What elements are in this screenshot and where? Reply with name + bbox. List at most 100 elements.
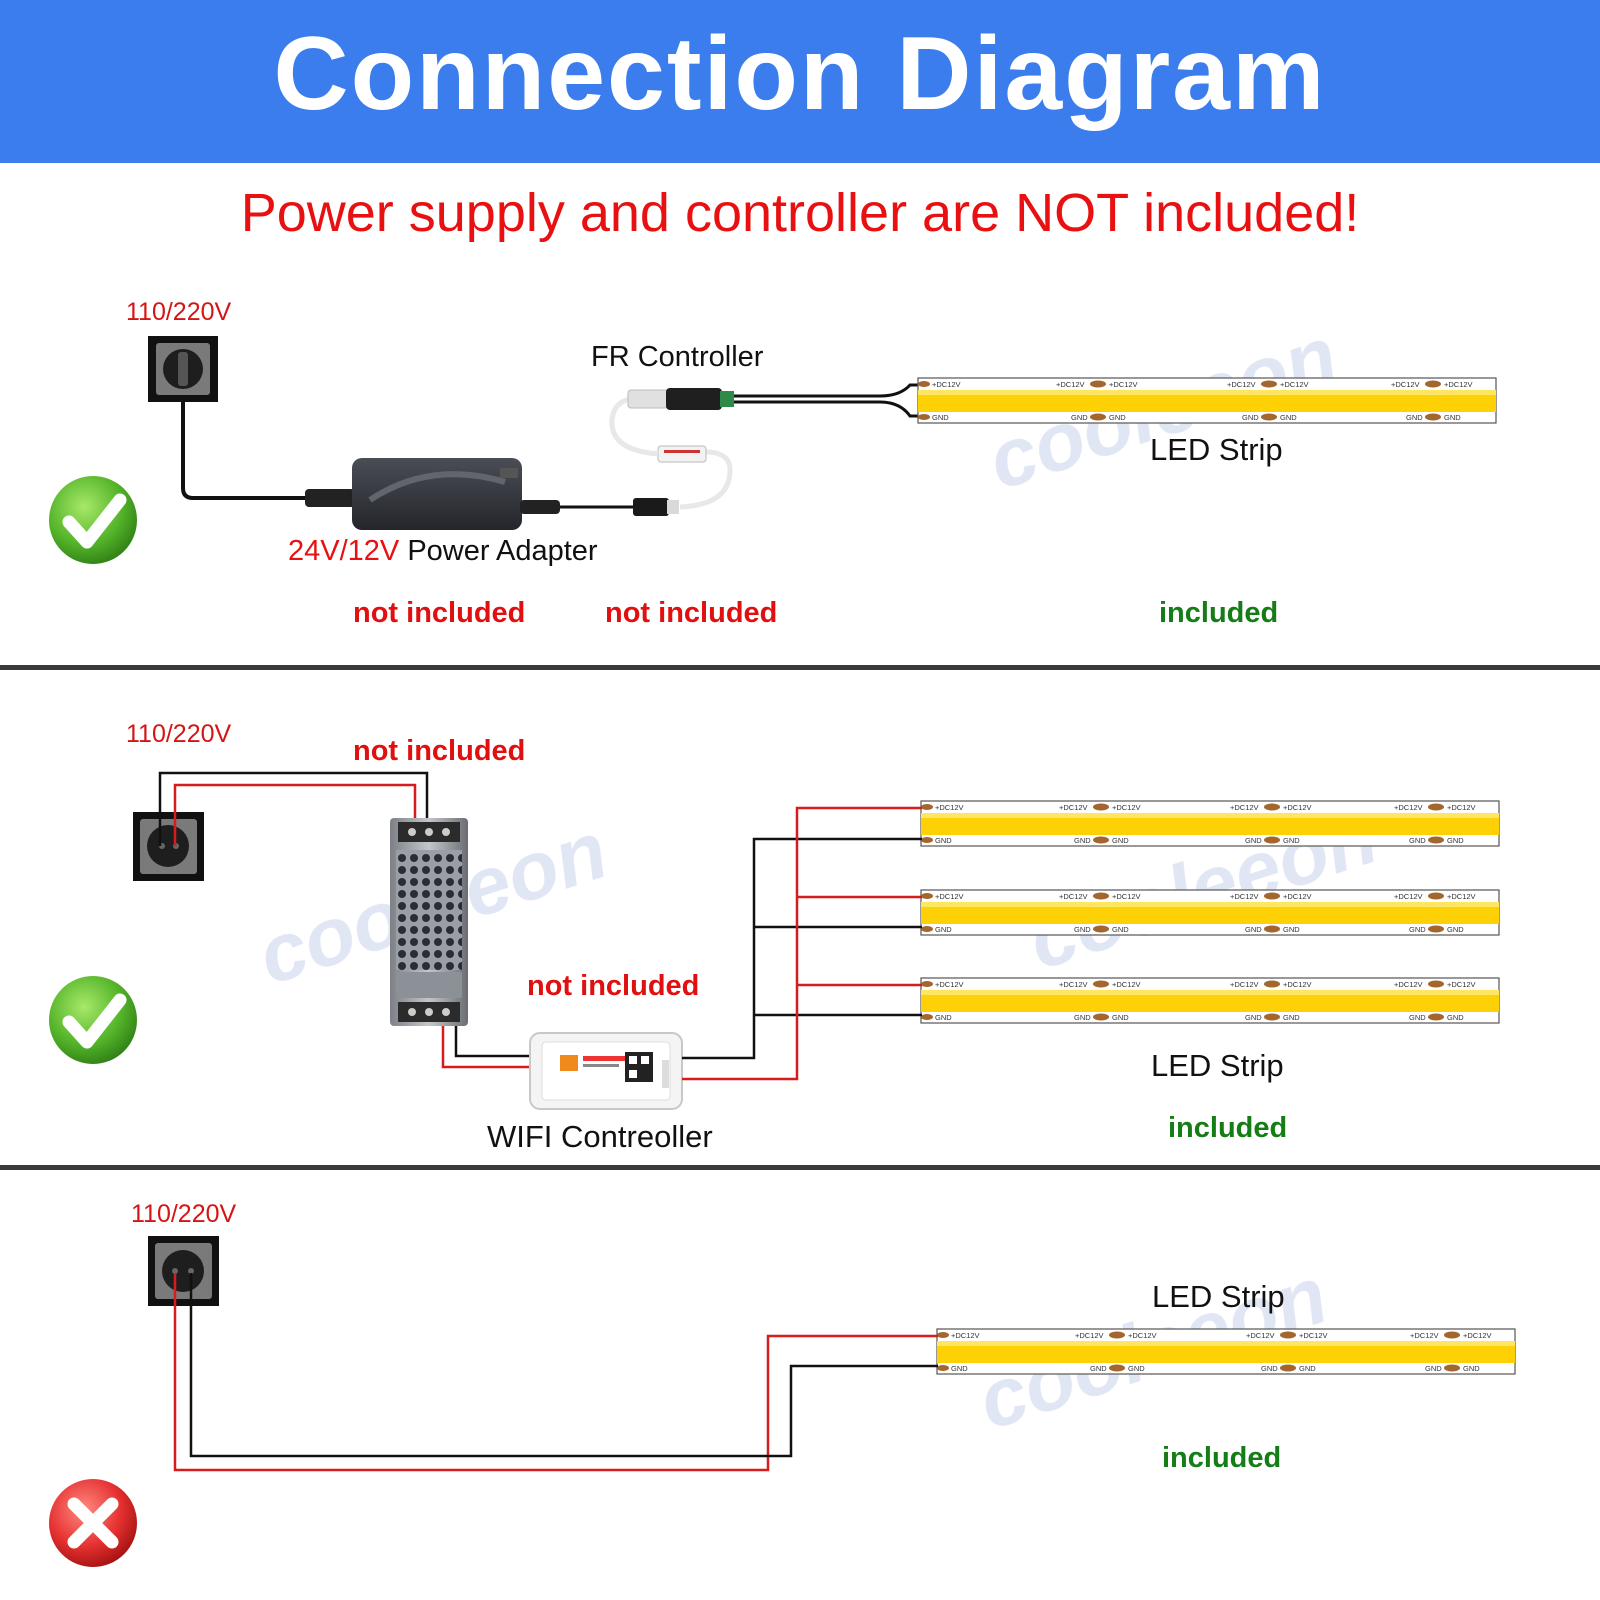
strip-pad-label: GND xyxy=(1283,836,1300,845)
strip-pad-label: GND xyxy=(1245,836,1262,845)
strip-pad-label: GND xyxy=(1283,1013,1300,1022)
cross-icon xyxy=(49,1479,137,1567)
strip-pad-label: +DC12V xyxy=(1109,380,1138,389)
led-strip-label: LED Strip xyxy=(1151,1048,1284,1083)
voltage-label: 110/220V xyxy=(131,1200,237,1228)
strip-pad-label: GND xyxy=(1074,836,1091,845)
section-divider xyxy=(0,665,1600,670)
strip-pad-label: GND xyxy=(1112,925,1129,934)
solder-pad xyxy=(1090,380,1106,388)
power-adapter-label: 24V/12V Power Adapter xyxy=(288,537,598,566)
solder-pad xyxy=(921,804,933,810)
strip-lead-wire xyxy=(734,400,918,418)
wifi-controller xyxy=(529,1032,683,1110)
strip-pad-label: GND xyxy=(1409,836,1426,845)
led-strip-label: LED Strip xyxy=(1152,1279,1285,1314)
solder-pad xyxy=(937,1332,949,1338)
wall-socket xyxy=(148,336,218,402)
fr-controller-label: FR Controller xyxy=(591,341,764,373)
not-included-notice: Power supply and controller are NOT incl… xyxy=(240,183,1360,243)
strip-pad-label: GND xyxy=(1128,1364,1145,1373)
strip-pad-label: GND xyxy=(1090,1364,1107,1373)
strip-highlight xyxy=(921,990,1499,995)
strip-pad-label: GND xyxy=(1074,1013,1091,1022)
strip-pad-label: +DC12V xyxy=(935,980,964,989)
strip-pad-label: GND xyxy=(1299,1364,1316,1373)
strip-pad-label: GND xyxy=(1112,1013,1129,1022)
strip-pad-label: GND xyxy=(1245,1013,1262,1022)
strip-cob-light xyxy=(921,902,1499,924)
solder-pad xyxy=(1428,892,1444,900)
solder-pad xyxy=(1264,980,1280,988)
strip-pad-label: +DC12V xyxy=(1230,892,1259,901)
strip-pad-label: +DC12V xyxy=(935,803,964,812)
solder-pad xyxy=(921,926,933,932)
solder-pad xyxy=(918,414,930,420)
strip-pad-label: +DC12V xyxy=(1230,980,1259,989)
strip-highlight xyxy=(921,902,1499,907)
strip-pad-label: +DC12V xyxy=(1230,803,1259,812)
solder-pad xyxy=(921,893,933,899)
strip-pad-label: +DC12V xyxy=(1410,1331,1439,1340)
psu-not-included: not included xyxy=(353,735,526,767)
strip-pad-label: GND xyxy=(1447,1013,1464,1022)
solder-pad xyxy=(1428,925,1444,933)
check-icon xyxy=(49,476,137,564)
solder-pad xyxy=(1425,380,1441,388)
power-adapter xyxy=(305,458,560,530)
page-title: Connection Diagram xyxy=(273,16,1327,132)
strip-pad-label: +DC12V xyxy=(1280,380,1309,389)
solder-pad xyxy=(1444,1331,1460,1339)
solder-pad xyxy=(1093,836,1109,844)
strip-pad-label: GND xyxy=(1447,836,1464,845)
strip-pad-label: +DC12V xyxy=(1246,1331,1275,1340)
strip-pad-label: GND xyxy=(1425,1364,1442,1373)
solder-pad xyxy=(1264,803,1280,811)
strip-included: included xyxy=(1168,1112,1288,1144)
strip-pad-label: +DC12V xyxy=(1059,892,1088,901)
strip-pad-label: GND xyxy=(932,413,949,422)
solder-pad xyxy=(918,381,930,387)
header-banner: Connection Diagram xyxy=(0,0,1600,163)
solder-pad xyxy=(1264,836,1280,844)
solder-pad xyxy=(1428,803,1444,811)
strip-pad-label: GND xyxy=(1283,925,1300,934)
solder-pad xyxy=(1093,803,1109,811)
strip-pad-label: GND xyxy=(1112,836,1129,845)
strip-pad-label: GND xyxy=(935,1013,952,1022)
adapter-voltage: 24V/12V xyxy=(288,535,400,567)
mains-wire-black xyxy=(158,771,429,846)
section-divider xyxy=(0,1165,1600,1170)
strip-included: included xyxy=(1159,597,1279,629)
strip-pad-label: +DC12V xyxy=(1444,380,1473,389)
strip-pad-label: +DC12V xyxy=(1112,803,1141,812)
solder-pad xyxy=(1280,1364,1296,1372)
solder-pad xyxy=(1093,892,1109,900)
solder-pad xyxy=(1428,1013,1444,1021)
wall-socket xyxy=(133,812,204,881)
dc-plug xyxy=(633,498,679,516)
strip-cob-light xyxy=(921,990,1499,1012)
strip-pad-label: +DC12V xyxy=(1128,1331,1157,1340)
strip-pad-label: +DC12V xyxy=(1059,980,1088,989)
strip-pad-label: +DC12V xyxy=(951,1331,980,1340)
solder-pad xyxy=(1093,980,1109,988)
led-strips: +DC12V GND +DC12V +DC12V GND GND +DC12V +DC12V G… xyxy=(917,377,1516,1375)
solder-pad xyxy=(1093,925,1109,933)
strip-pad-label: GND xyxy=(1409,1013,1426,1022)
solder-pad xyxy=(1264,925,1280,933)
solder-pad xyxy=(1425,413,1441,421)
adapter-name: Power Adapter xyxy=(407,535,598,567)
dc-wire-red xyxy=(441,1026,532,1069)
voltage-label: 110/220V xyxy=(126,720,232,748)
mains-cable xyxy=(181,402,310,500)
strip-pad-label: +DC12V xyxy=(1447,980,1476,989)
solder-pad xyxy=(1428,836,1444,844)
strip-pad-label: GND xyxy=(1280,413,1297,422)
strip-pad-label: +DC12V xyxy=(1056,380,1085,389)
strip-lead-wire xyxy=(734,383,918,398)
